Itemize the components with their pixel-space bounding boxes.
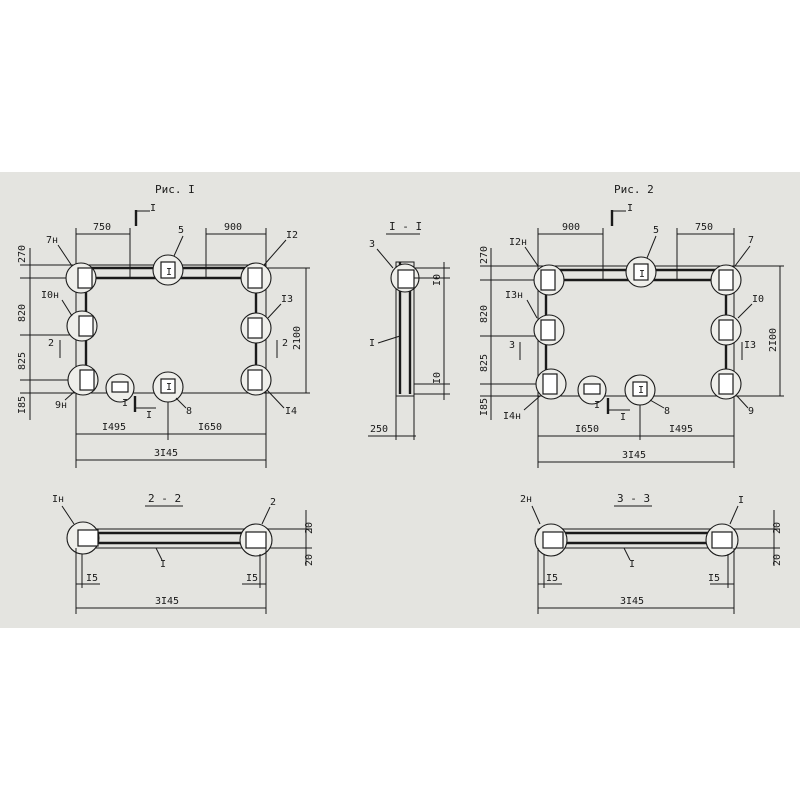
section33-dim-top: 20 (772, 522, 783, 534)
fig1-callout-12: I2 (286, 230, 298, 241)
paper-background (0, 172, 800, 628)
section33-dim-15-left: I5 (546, 573, 558, 584)
fig1-callout-8: 8 (186, 406, 192, 417)
fig1-cut-mark: I (150, 203, 156, 214)
fig2-section-mark-right: I3 (744, 340, 756, 351)
fig2-callout-8: 8 (664, 406, 670, 417)
fig2-bottom-cut-left: I (594, 400, 600, 411)
fig2-circle-num-1: I (639, 269, 645, 280)
figure-1: Рис. I I 750 900 (17, 183, 310, 468)
fig2-dim-1650: I650 (575, 424, 599, 435)
fig1-bottom-cut-right: I (146, 410, 152, 421)
fig2-dim-820: 820 (479, 305, 490, 323)
section11-callout-3: 3 (369, 239, 375, 250)
fig1-callout-7h: 7н (46, 235, 58, 246)
section33-callout-2h: 2н (520, 494, 532, 505)
section11-dim-bottom: I0 (432, 372, 443, 384)
fig2-dim-185: I85 (479, 398, 490, 416)
fig2-title: Рис. 2 (614, 183, 654, 196)
fig2-callout-7: 7 (748, 235, 754, 246)
fig1-section-mark-right: 2 (282, 338, 288, 349)
fig1-callout-9h: 9н (55, 400, 67, 411)
section33-dim-bottom: 20 (772, 554, 783, 566)
section11-width: 250 (370, 424, 388, 435)
fig2-dim-1495: I495 (669, 424, 693, 435)
fig1-callout-10h: I0н (41, 290, 59, 301)
fig1-dim-820: 820 (17, 304, 28, 322)
fig1-section-mark-left: 2 (48, 338, 54, 349)
fig2-dim-900: 900 (562, 222, 580, 233)
fig1-dim-2100: 2100 (292, 326, 303, 350)
section11-callout-1: I (369, 338, 375, 349)
section22-callout-1h: Iн (52, 494, 64, 505)
fig1-dim-1650: I650 (198, 422, 222, 433)
fig2-callout-5: 5 (653, 225, 659, 236)
fig1-callout-5: 5 (178, 225, 184, 236)
fig2-callout-12h: I2н (509, 237, 527, 248)
figure-2: Рис. 2 I 900 750 270 (479, 183, 784, 468)
fig1-circle-num-1: I (166, 267, 172, 278)
fig2-circle-num-2: I (638, 385, 644, 396)
section11-title: I - I (389, 220, 422, 233)
section22-dim-15-left: I5 (86, 573, 98, 584)
section33-callout-i: I (629, 559, 635, 570)
fig1-dim-185: I85 (17, 396, 28, 414)
fig1-dim-825: 825 (17, 352, 28, 370)
fig1-dim-overall: 3I45 (154, 448, 178, 459)
fig1-dim-1495: I495 (102, 422, 126, 433)
fig2-dim-2100: 2I00 (768, 328, 779, 352)
fig2-bottom-cut-right: I (620, 412, 626, 423)
section22-overall: 3I45 (155, 596, 179, 607)
fig1-title: Рис. I (155, 183, 195, 196)
fig1-dim-750: 750 (93, 222, 111, 233)
section22-callout-2: 2 (270, 497, 276, 508)
section33-title: 3 - 3 (617, 492, 650, 505)
fig2-dim-825: 825 (479, 354, 490, 372)
section22-dim-top: 20 (304, 522, 315, 534)
fig2-dim-270: 270 (479, 246, 490, 264)
section33-overall: 3I45 (620, 596, 644, 607)
fig1-dim-900: 900 (224, 222, 242, 233)
fig2-cut-mark: I (627, 203, 633, 214)
fig2-callout-13h: I3н (505, 290, 523, 301)
fig2-callout-9: 9 (748, 406, 754, 417)
fig2-dim-750: 750 (695, 222, 713, 233)
section33-dim-15-right: I5 (708, 573, 720, 584)
section33-callout-1: I (738, 495, 744, 506)
fig2-callout-10: I0 (752, 294, 764, 305)
fig1-dim-270: 270 (17, 245, 28, 263)
section-3-3: 3 - 3 20 20 2н I I I5 (520, 492, 783, 614)
section22-dim-bottom: 20 (304, 554, 315, 566)
section22-dim-15-right: I5 (246, 573, 258, 584)
fig2-section-mark-left: 3 (509, 340, 515, 351)
section-2-2: 2 - 2 20 20 Iн 2 I I5 (52, 492, 315, 614)
section22-callout-i: I (160, 559, 166, 570)
fig1-bottom-cut-left: I (122, 398, 128, 409)
fig1-circle-num-2: I (166, 382, 172, 393)
section-1-1: I - I I0 I0 3 I 250 (368, 220, 450, 440)
section22-title: 2 - 2 (148, 492, 181, 505)
fig1-callout-14: I4 (285, 406, 297, 417)
fig2-dim-overall: 3I45 (622, 450, 646, 461)
section11-dim-top: I0 (432, 274, 443, 286)
fig1-callout-13: I3 (281, 294, 293, 305)
fig2-callout-14h: I4н (503, 411, 521, 422)
